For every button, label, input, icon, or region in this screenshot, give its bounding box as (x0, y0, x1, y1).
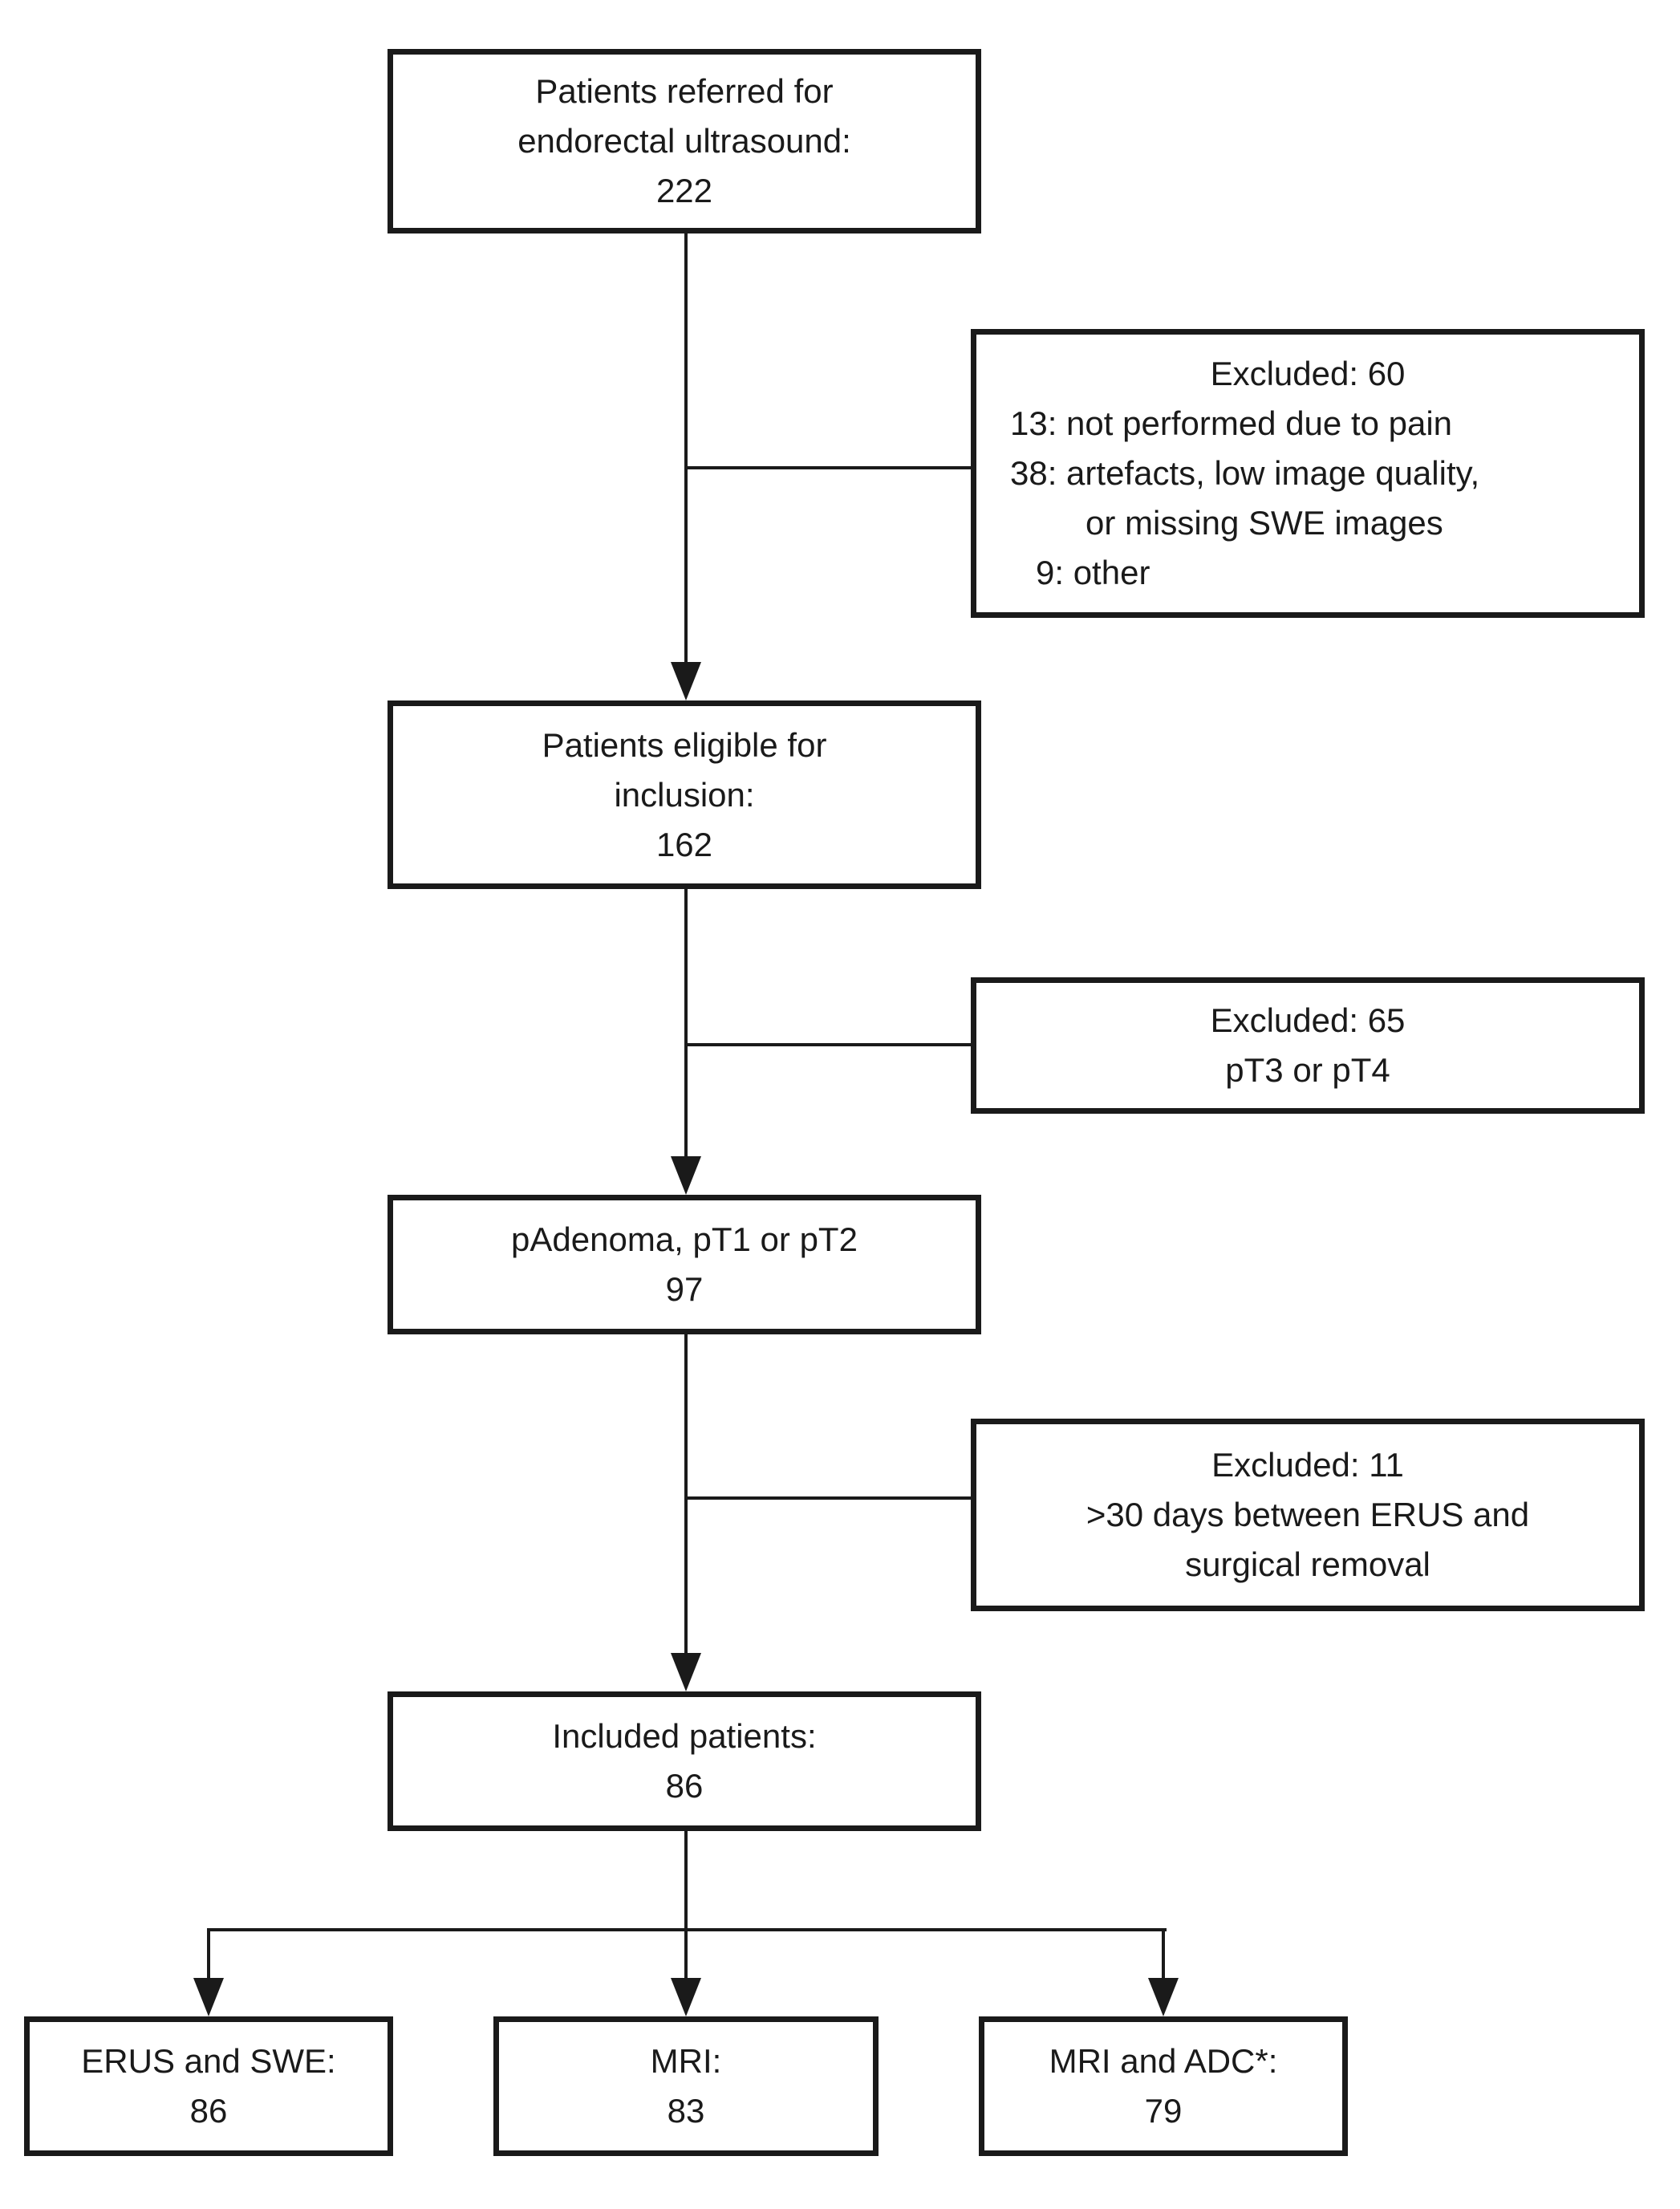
box-text-line: Excluded: 60 (1210, 355, 1406, 392)
box-text-line: pAdenoma, pT1 or pT2 (511, 1220, 858, 1258)
connector-vertical-1 (684, 233, 688, 665)
box-excluded-65: Excluded: 65 pT3 or pT4 (971, 977, 1645, 1114)
box-padenoma-pt1-pt2: pAdenoma, pT1 or pT2 97 (388, 1195, 981, 1334)
box-count: 162 (655, 825, 713, 863)
box-text-line: surgical removal (1185, 1545, 1430, 1583)
box-text-line: 9: other (1036, 554, 1150, 591)
box-mri-and-adc: MRI and ADC*: 79 (979, 2016, 1348, 2156)
arrow-down-icon (193, 1978, 224, 2016)
box-count: 86 (189, 2092, 228, 2130)
connector-branch-middle (684, 1928, 688, 1981)
arrow-down-icon (671, 1156, 701, 1195)
connector-vertical-2 (684, 889, 688, 1159)
box-text-line: Patients referred for (535, 72, 834, 110)
box-text-line: >30 days between ERUS and (1086, 1496, 1530, 1533)
box-included-patients: Included patients: 86 (388, 1691, 981, 1831)
box-text-line: or missing SWE images (1086, 504, 1443, 542)
box-excluded-60: Excluded: 60 13: not performed due to pa… (971, 329, 1645, 618)
box-text-line: ERUS and SWE: (81, 2042, 336, 2080)
connector-vertical-3 (684, 1334, 688, 1656)
arrow-down-icon (671, 662, 701, 700)
box-text-line: Excluded: 65 (1210, 1001, 1406, 1039)
arrow-down-icon (671, 1653, 701, 1691)
box-count: 79 (1144, 2092, 1183, 2130)
box-text-line: 38: artefacts, low image quality, (1010, 454, 1480, 492)
box-text-line: inclusion: (614, 775, 755, 814)
box-patients-eligible: Patients eligible for inclusion: 162 (388, 700, 981, 889)
connector-branch-right (1162, 1928, 1165, 1981)
box-count: 86 (665, 1767, 704, 1805)
box-mri: MRI: 83 (493, 2016, 879, 2156)
arrow-down-icon (671, 1978, 701, 2016)
box-text-line: endorectal ultrasound: (517, 122, 851, 160)
box-erus-and-swe: ERUS and SWE: 86 (24, 2016, 393, 2156)
box-text-line: MRI and ADC*: (1049, 2042, 1278, 2080)
box-count: 222 (655, 172, 713, 209)
box-text-line: Patients eligible for (542, 725, 827, 764)
connector-to-excluded-3 (686, 1496, 971, 1500)
box-count: 97 (665, 1270, 704, 1308)
connector-vertical-4 (684, 1831, 688, 1931)
box-text-line: Excluded: 11 (1211, 1446, 1404, 1484)
box-text-line: MRI: (650, 2042, 722, 2080)
box-text-line: Included patients: (552, 1717, 817, 1755)
box-patients-referred: Patients referred for endorectal ultraso… (388, 49, 981, 233)
box-count: 83 (667, 2092, 705, 2130)
arrow-down-icon (1148, 1978, 1179, 2016)
connector-branch-left (207, 1928, 210, 1981)
connector-to-excluded-1 (686, 466, 971, 469)
box-text-line: pT3 or pT4 (1225, 1051, 1390, 1089)
box-text-line: 13: not performed due to pain (1010, 404, 1453, 442)
box-excluded-11: Excluded: 11 >30 days between ERUS and s… (971, 1419, 1645, 1611)
connector-to-excluded-2 (686, 1043, 971, 1046)
